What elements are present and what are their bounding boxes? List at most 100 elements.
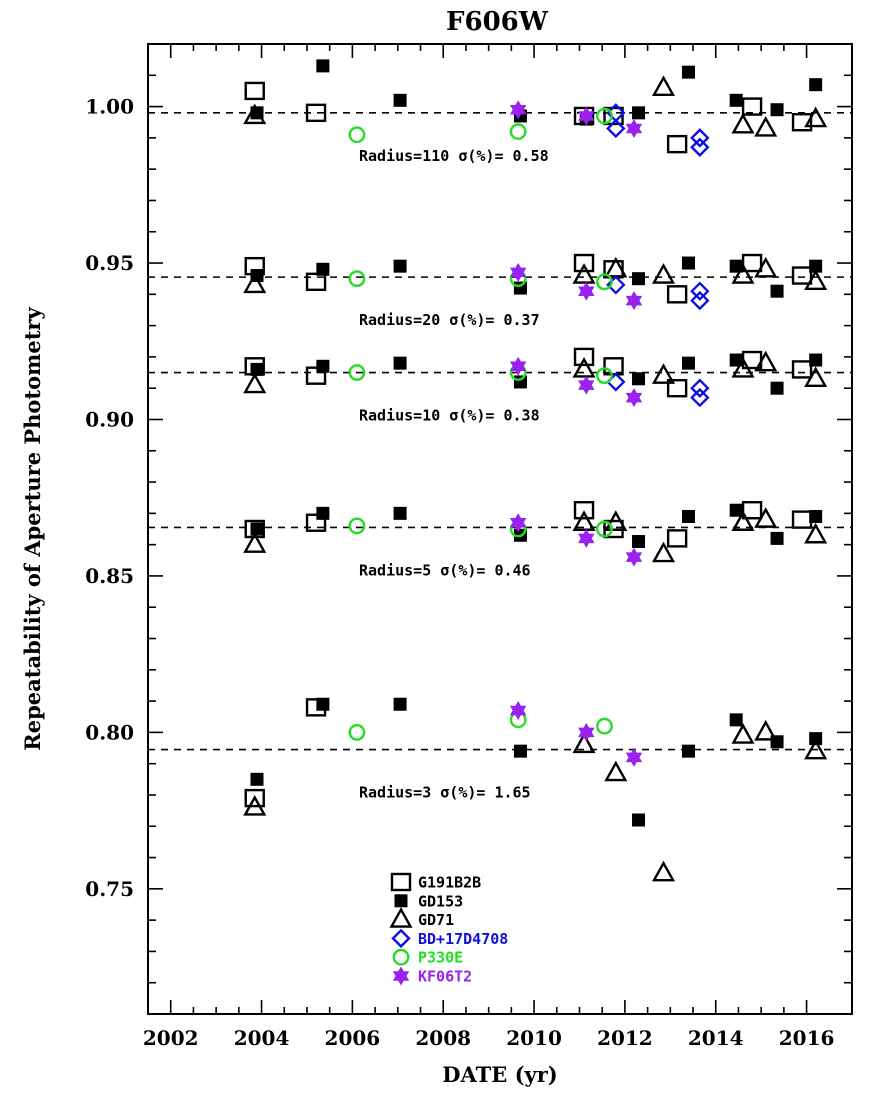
- data-point: [731, 263, 755, 284]
- data-point: [804, 269, 828, 291]
- data-point: [804, 522, 828, 544]
- data-point: [690, 290, 710, 311]
- y-axis-label: Repeatability of Aperture Photometry: [20, 307, 45, 751]
- series-bd-17d4708: [606, 103, 710, 408]
- y-tick-label: 0.80: [85, 720, 134, 744]
- data-point: [348, 126, 366, 144]
- chart-title: F606W: [446, 7, 549, 37]
- series-kf06t2: [509, 100, 643, 767]
- data-point: [809, 509, 823, 523]
- data-point: [305, 366, 327, 385]
- data-point: [572, 263, 596, 284]
- data-point-part: [509, 517, 527, 533]
- data-point: [729, 713, 743, 727]
- data-point: [731, 510, 755, 531]
- data-point: [791, 360, 813, 379]
- data-point: [625, 547, 643, 567]
- data-point-part: [578, 727, 595, 742]
- data-point: [509, 262, 527, 282]
- data-point: [666, 285, 688, 304]
- x-tick-label: 2016: [779, 1026, 835, 1050]
- data-point: [348, 270, 366, 288]
- data-point: [393, 697, 407, 711]
- data-point: [729, 503, 743, 517]
- data-point: [509, 356, 527, 376]
- data-point-part: [578, 533, 595, 548]
- x-axis-label: DATE (yr): [442, 1062, 557, 1087]
- data-point: [729, 93, 743, 107]
- data-points: [243, 59, 828, 882]
- data-point: [606, 372, 626, 392]
- legend-marker-part: [392, 971, 410, 986]
- data-point: [690, 387, 710, 408]
- data-point: [729, 259, 743, 273]
- data-point: [809, 78, 823, 92]
- data-point: [754, 719, 778, 741]
- data-point: [596, 367, 613, 385]
- legend-label: KF06T2: [418, 968, 472, 986]
- data-point: [305, 272, 327, 292]
- data-point: [690, 137, 710, 157]
- data-point: [596, 273, 613, 291]
- data-point-part: [509, 705, 527, 720]
- x-tick-label: 2002: [143, 1026, 199, 1050]
- data-point: [250, 772, 264, 786]
- data-point-part: [625, 752, 643, 767]
- series-p330e: [348, 107, 613, 741]
- data-point: [578, 106, 595, 126]
- data-point: [316, 359, 330, 373]
- data-point: [731, 356, 755, 378]
- data-point-part: [509, 267, 527, 282]
- data-point: [809, 732, 823, 746]
- data-point: [573, 253, 595, 273]
- data-point: [741, 97, 763, 116]
- data-point: [804, 106, 828, 128]
- x-tick-label: 2008: [415, 1026, 471, 1050]
- data-point: [731, 723, 755, 744]
- data-point-part: [578, 111, 595, 126]
- series-gd71: [243, 75, 828, 882]
- data-point: [666, 134, 688, 154]
- data-point: [596, 520, 613, 538]
- data-point: [741, 501, 763, 520]
- data-point: [632, 535, 646, 549]
- data-point-part: [578, 286, 595, 301]
- y-tick-label: 0.95: [85, 251, 134, 275]
- data-point-part: [578, 380, 595, 395]
- data-point: [651, 363, 676, 384]
- data-point: [731, 112, 755, 134]
- data-point: [791, 266, 813, 285]
- x-tick-label: 2004: [234, 1026, 290, 1050]
- data-point-part: [625, 392, 643, 408]
- data-point: [348, 517, 366, 535]
- data-point: [606, 118, 626, 139]
- radius-label: Radius=10 σ(%)= 0.38: [359, 407, 540, 425]
- data-point: [666, 378, 688, 398]
- data-point: [681, 509, 695, 523]
- series-g191b2b: [244, 81, 813, 808]
- data-point: [243, 532, 267, 553]
- data-point: [578, 375, 595, 395]
- data-point: [573, 501, 595, 520]
- legend-marker: [389, 907, 413, 928]
- data-point: [632, 106, 646, 120]
- data-point: [666, 529, 688, 548]
- data-point: [681, 356, 695, 370]
- data-point-part: [509, 361, 527, 376]
- data-point: [243, 272, 267, 294]
- data-point: [250, 362, 264, 376]
- data-point: [690, 281, 710, 301]
- data-point: [243, 372, 267, 394]
- data-point: [770, 531, 784, 545]
- data-point: [632, 372, 646, 386]
- data-point: [316, 262, 330, 276]
- data-point: [681, 65, 695, 79]
- data-point: [393, 356, 407, 370]
- legend-marker: [394, 894, 408, 908]
- radius-label: Radius=110 σ(%)= 0.58: [359, 147, 549, 165]
- x-tick-label: 2010: [506, 1026, 562, 1050]
- data-point: [791, 510, 813, 529]
- data-point: [791, 113, 813, 132]
